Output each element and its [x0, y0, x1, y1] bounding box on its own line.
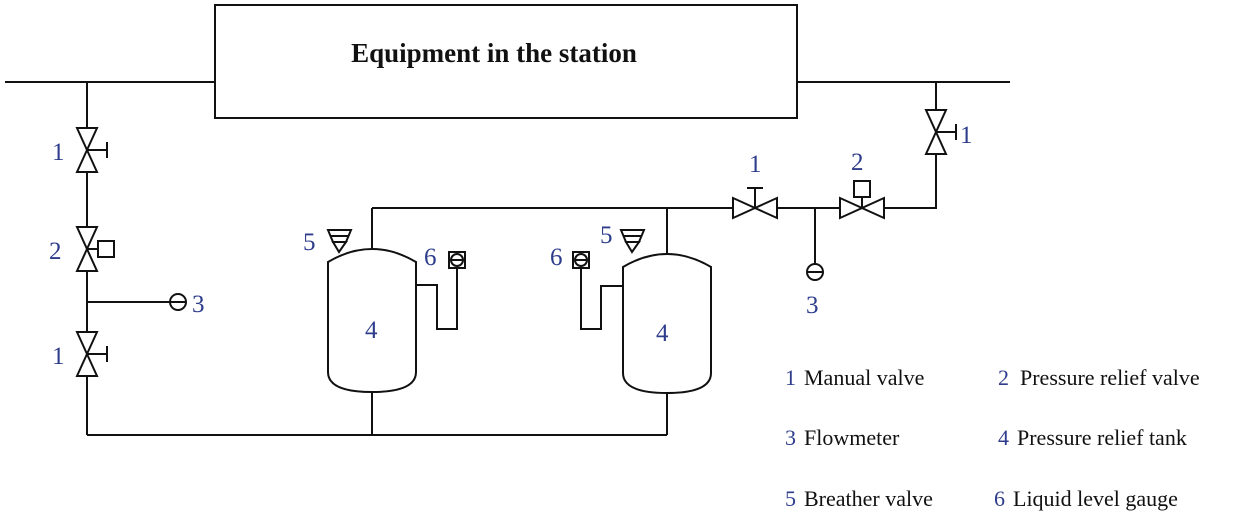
legend-text: Breather valve — [804, 486, 933, 511]
legend-item: 3 Flowmeter — [785, 425, 900, 450]
flowmeter-right — [806, 208, 824, 281]
label-tank1-gauge: 6 — [424, 244, 437, 271]
label-left-valve-mid: 2 — [49, 238, 62, 265]
legend: 1 Manual valve 2 Pressure relief valve 3… — [785, 365, 1200, 511]
liquid-level-gauge-tank-1 — [416, 251, 466, 330]
breather-valve-tank-2 — [619, 229, 646, 254]
component-number-labels: 1 2 3 1 5 6 4 6 5 4 1 2 3 1 — [49, 122, 973, 370]
legend-item: 1 Manual valve — [785, 365, 924, 390]
station-equipment-title: Equipment in the station — [351, 38, 637, 68]
flowmeter-left — [87, 293, 187, 311]
legend-item: 5 Breather valve — [785, 486, 933, 511]
manual-valve-right — [732, 187, 778, 220]
label-left-valve-bottom: 1 — [52, 343, 65, 370]
label-tank2-gauge: 6 — [550, 244, 563, 271]
legend-num: 4 — [998, 425, 1009, 450]
legend-text: Manual valve — [804, 365, 924, 390]
legend-text: Pressure relief valve — [1020, 365, 1200, 390]
legend-item: 4 Pressure relief tank — [998, 425, 1187, 450]
legend-text: Flowmeter — [804, 425, 900, 450]
label-right-manual-valve: 1 — [749, 151, 762, 178]
pressure-relief-valve-left — [75, 226, 115, 272]
pressure-relief-tank-2 — [622, 253, 712, 395]
manual-valve-left-top — [75, 127, 108, 173]
manual-valve-right-top — [924, 109, 957, 155]
legend-num: 2 — [998, 365, 1009, 390]
right-pipe-segment-2 — [884, 82, 937, 209]
pressure-relief-tank-1 — [327, 248, 417, 394]
label-tank1-breather: 5 — [303, 229, 316, 256]
legend-text: Liquid level gauge — [1013, 486, 1178, 511]
liquid-level-gauge-tank-2 — [572, 251, 623, 330]
pressure-relief-valve-right — [839, 180, 885, 220]
label-left-flowmeter: 3 — [192, 291, 205, 318]
legend-text: Pressure relief tank — [1017, 425, 1187, 450]
label-left-valve-top: 1 — [52, 139, 65, 166]
label-tank1: 4 — [365, 317, 378, 344]
legend-num: 5 — [785, 486, 796, 511]
legend-num: 6 — [994, 486, 1005, 511]
label-right-top-valve: 1 — [960, 122, 973, 149]
legend-item: 6 Liquid level gauge — [994, 486, 1178, 511]
legend-num: 1 — [785, 365, 796, 390]
station-equipment-box — [214, 4, 798, 119]
label-right-relief-valve: 2 — [851, 149, 864, 176]
breather-valve-tank-1 — [326, 229, 353, 254]
label-right-flowmeter: 3 — [806, 292, 819, 319]
label-tank2-breather: 5 — [600, 222, 613, 249]
label-tank2: 4 — [656, 320, 669, 347]
manual-valve-left-bottom — [75, 331, 108, 377]
legend-item: 2 Pressure relief valve — [998, 365, 1200, 390]
legend-num: 3 — [785, 425, 796, 450]
